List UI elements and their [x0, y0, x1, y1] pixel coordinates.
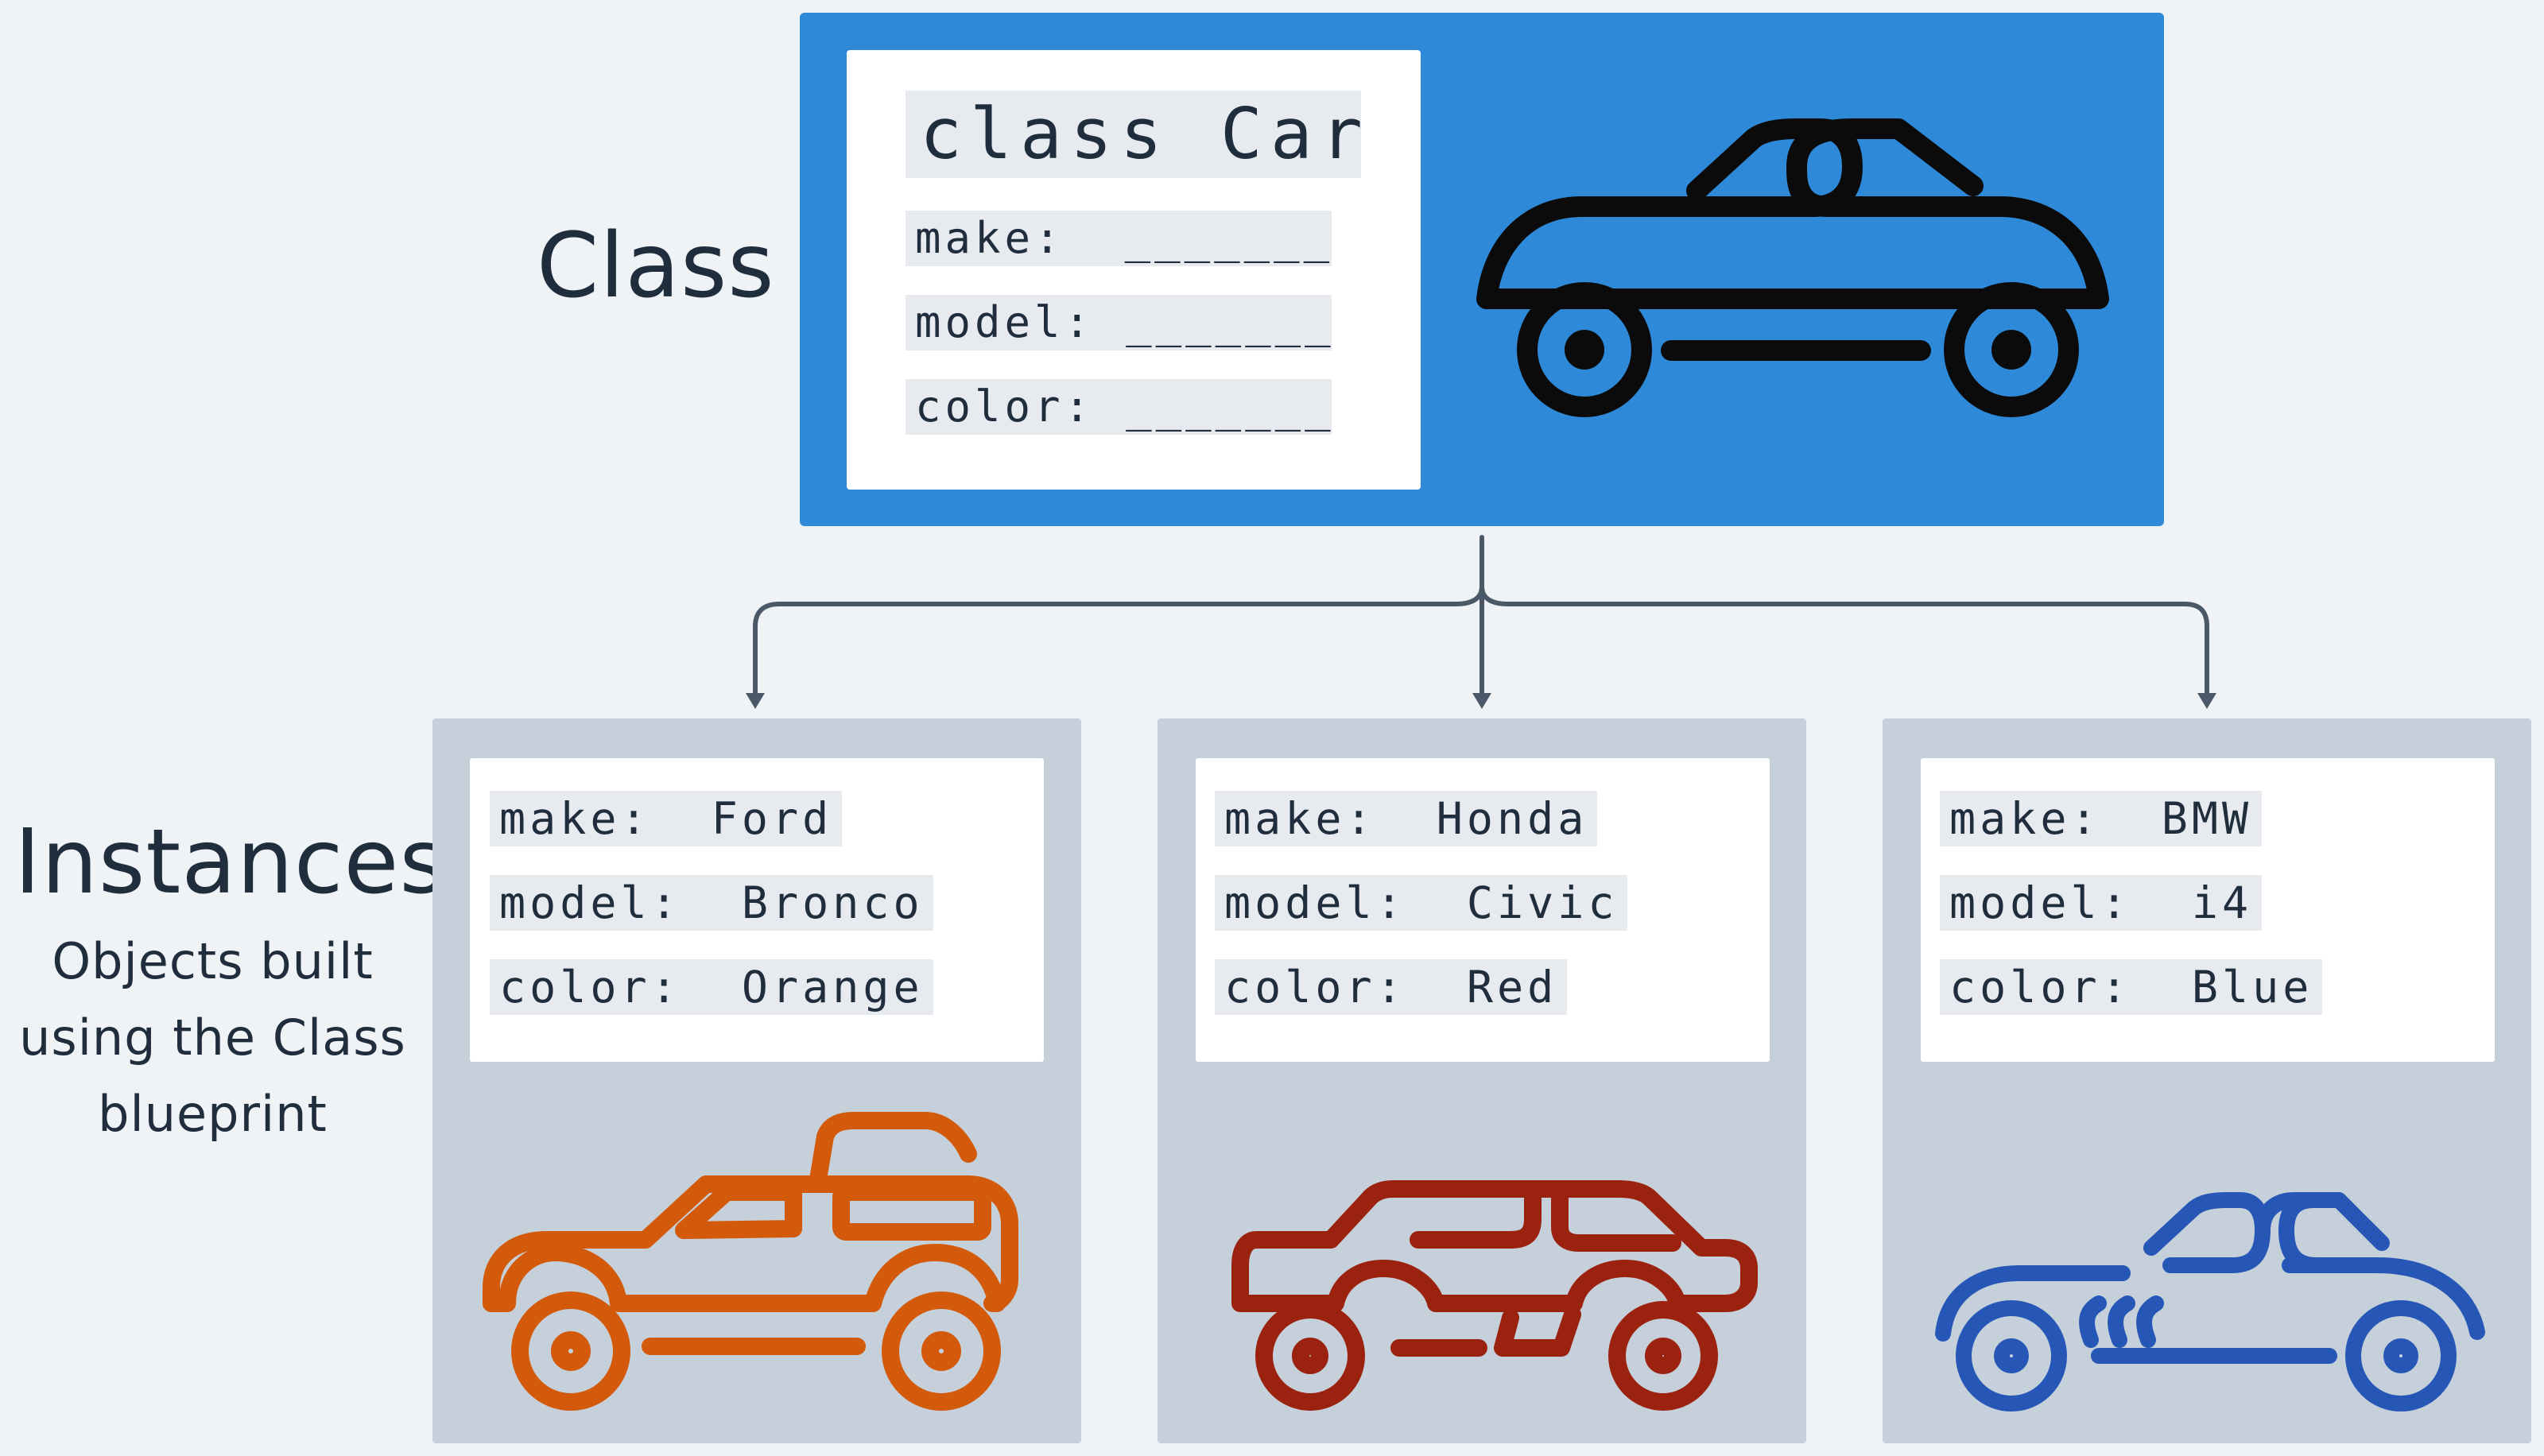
class-field-color: color:_______ [906, 379, 1332, 435]
class-title: class Car [906, 91, 1363, 178]
instance-bmw-make: make: BMW [1940, 791, 2263, 846]
instance-honda-make: make: Honda [1215, 791, 1598, 846]
hatchback-icon [1231, 1180, 1758, 1411]
instance-ford-color: color: Orange [490, 959, 933, 1015]
class-field-make: make:_______ [906, 211, 1332, 266]
class-field-model: model:_______ [906, 295, 1332, 350]
instance-ford-make: make: Ford [490, 791, 843, 846]
suv-icon [483, 1112, 1018, 1411]
instances-caption: Objects built using the Class blueprint [0, 924, 425, 1152]
caption-line-2: using the Class [19, 1009, 406, 1067]
instance-honda-model: model: Civic [1215, 875, 1628, 931]
instance-honda-color: color: Red [1215, 959, 1568, 1015]
roadster-icon [1935, 1192, 2485, 1411]
instance-bmw-model: model: i4 [1940, 875, 2263, 931]
sports-car-icon [1476, 118, 2109, 417]
class-heading: Class [537, 215, 775, 318]
instance-ford-model: model: Bronco [490, 875, 933, 931]
caption-line-3: blueprint [98, 1085, 328, 1143]
instances-heading: Instances [14, 811, 447, 914]
instance-bmw-color: color: Blue [1940, 959, 2323, 1015]
caption-line-1: Objects built [52, 932, 374, 990]
